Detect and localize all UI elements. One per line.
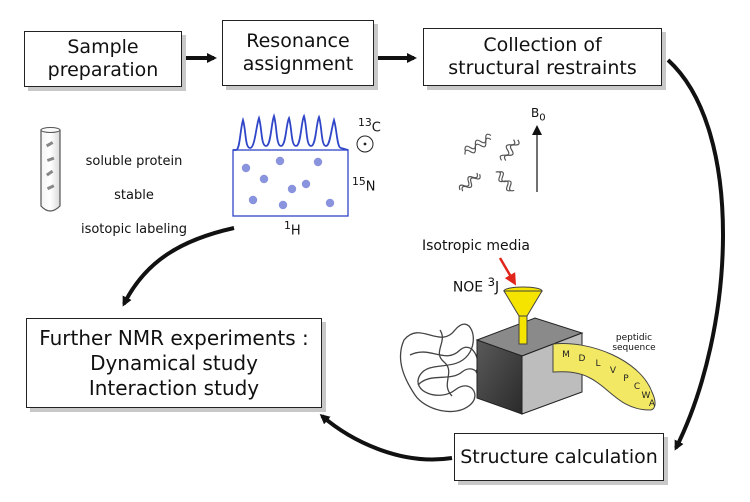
peak-dot	[259, 174, 269, 184]
media-label: Isotropic media NOE 3J	[398, 219, 554, 315]
residue-2: L	[595, 359, 600, 369]
helix-icons	[458, 133, 520, 192]
residue-4: P	[623, 374, 629, 384]
hsqc-spectrum	[232, 113, 374, 217]
residue-3: V	[610, 366, 617, 376]
residue-0: M	[562, 350, 570, 360]
peak-dot	[248, 195, 258, 205]
residue-5: C	[634, 382, 640, 392]
resonance-assignment-box: Resonance assignment	[222, 20, 374, 86]
peak-dot	[278, 200, 288, 210]
sample-notes: soluble protein stable isotopic labeling	[68, 136, 200, 255]
flow-arrows	[122, 53, 725, 462]
spectrum-peaks	[241, 156, 335, 210]
peak-dot	[313, 157, 323, 167]
b0-label: B0	[531, 106, 546, 124]
sample-preparation-box: Sample preparation	[24, 31, 182, 87]
collection-box: Collection of structural restraints	[423, 28, 662, 86]
residue-1: D	[579, 354, 586, 364]
peak-dot	[241, 163, 251, 173]
residue-7: A	[649, 399, 656, 409]
peak-dot	[325, 198, 335, 208]
red-arrow	[498, 257, 517, 286]
note-soluble: soluble protein	[85, 154, 183, 169]
peak-dot	[287, 184, 297, 194]
media-isotropic: Isotropic media	[421, 238, 531, 254]
nitrogen-15-label: 15N	[352, 175, 376, 195]
peptidic-sequence-label: peptidic sequence	[612, 333, 656, 353]
protein-structure-icon	[399, 323, 490, 413]
residue-6: W	[642, 391, 651, 401]
carbon-13-label: 13C	[358, 116, 381, 136]
peak-dot	[275, 156, 285, 166]
funnel-icon	[503, 286, 543, 345]
proton-1-label: 1H	[284, 219, 301, 239]
note-stable: stable	[114, 188, 154, 203]
structure-calculation-box: Structure calculation	[454, 433, 664, 481]
peak-dot	[301, 179, 311, 189]
note-isotopic: isotopic labeling	[80, 222, 188, 237]
test-tube-icon	[40, 127, 61, 212]
further-nmr-box: Further NMR experiments : Dynamical stud…	[26, 318, 322, 408]
media-noe: NOE 3J	[452, 275, 500, 296]
